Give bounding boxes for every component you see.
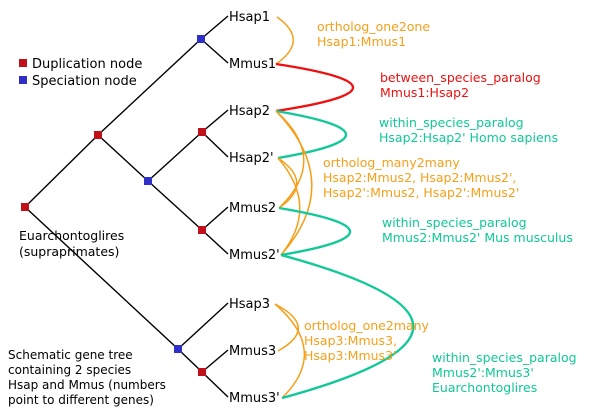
duplication-node <box>21 203 29 211</box>
leaf-label: Mmus3 <box>229 344 276 359</box>
within-species-paralog-curve <box>278 206 351 257</box>
duplication-node <box>198 226 206 234</box>
ortholog-curve <box>277 157 301 256</box>
root-clade-line: (supraprimates) <box>19 244 119 259</box>
leaf-label: Mmus2' <box>229 248 280 263</box>
tree-branch <box>147 180 203 231</box>
leaf-label: Hsap3 <box>229 297 270 312</box>
label-line: Mmus2':Mmus3' <box>432 365 534 380</box>
tree-nodes <box>21 35 206 376</box>
label-line: within_species_paralog <box>382 215 527 230</box>
label-line: Hsap3:Mmus3, <box>304 333 397 348</box>
relationship-curves <box>274 16 415 400</box>
ortholog-curve <box>275 16 294 65</box>
label-line: ortholog_one2one <box>317 19 430 34</box>
label-line: Mmus2:Mmus2' Mus musculus <box>382 230 573 245</box>
legend-duplication-swatch <box>19 59 27 67</box>
tree-branch <box>201 131 229 158</box>
duplication-node <box>198 368 206 376</box>
caption-line: containing 2 species <box>8 363 131 377</box>
label-line: Hsap2:Hsap2' Homo sapiens <box>379 130 558 145</box>
diagram-caption: Schematic gene tree containing 2 species… <box>8 348 170 407</box>
ortholog-curve <box>274 303 305 399</box>
tree-branch <box>177 302 229 350</box>
speciation-node <box>144 177 152 185</box>
tree-branch <box>97 134 149 182</box>
tree-branch <box>201 206 229 231</box>
legend: Duplication node Speciation node <box>19 57 142 89</box>
label-line: ortholog_many2many <box>323 155 460 170</box>
label-line: Hsap3:Mmus3' <box>304 348 396 363</box>
tree-branch <box>24 134 99 208</box>
tree-branch <box>97 38 202 136</box>
leaf-label: Mmus2 <box>229 201 276 216</box>
tree-branch <box>201 109 229 133</box>
leaf-label: Hsap1 <box>229 10 270 25</box>
label-line: Euarchontoglires <box>432 380 537 395</box>
speciation-node <box>197 35 205 43</box>
tree-branch <box>201 371 229 398</box>
within-species-paralog-curve <box>275 109 347 160</box>
leaf-label: Hsap2' <box>229 151 274 166</box>
ortholog-curve <box>277 157 298 209</box>
leaf-label: Mmus3' <box>229 391 280 406</box>
leaf-label: Mmus1 <box>229 57 276 72</box>
label-line: Hsap2':Mmus2, Hsap2':Mmus2' <box>323 185 519 200</box>
caption-line: point to different genes) <box>8 393 154 407</box>
legend-duplication-label: Duplication node <box>32 57 142 72</box>
label-line: between_species_paralog <box>380 70 541 85</box>
tree-branch <box>24 206 179 350</box>
tree-branch <box>201 349 229 373</box>
ortholog-curve <box>274 303 299 352</box>
legend-speciation-swatch <box>19 76 27 84</box>
tree-branch <box>201 229 229 255</box>
between-species-paralog-curve <box>275 62 354 113</box>
duplication-node <box>94 131 102 139</box>
label-line: Hsap1:Mmus1 <box>317 34 406 49</box>
within-species-paralog-curve <box>280 253 415 400</box>
speciation-node <box>174 345 182 353</box>
tree-branch <box>147 131 203 182</box>
label-line: within_species_paralog <box>379 115 524 130</box>
label-line: within_species_paralog <box>432 350 577 365</box>
label-line: Mmus1:Hsap2 <box>380 85 469 100</box>
tree-branch <box>200 38 229 64</box>
legend-speciation-label: Speciation node <box>32 74 137 89</box>
ortholog-curve <box>275 110 313 256</box>
duplication-node <box>198 128 206 136</box>
caption-line: Hsap and Mmus (numbers <box>8 378 166 392</box>
tree-branch <box>200 15 229 40</box>
root-clade-line: Euarchontoglires <box>19 228 124 243</box>
label-line: ortholog_one2many <box>304 318 430 333</box>
label-line: Hsap2:Mmus2, Hsap2:Mmus2', <box>323 170 516 185</box>
caption-line: Schematic gene tree <box>8 348 133 362</box>
root-clade-label: Euarchontoglires (supraprimates) <box>19 228 128 259</box>
leaf-label: Hsap2 <box>229 104 270 119</box>
